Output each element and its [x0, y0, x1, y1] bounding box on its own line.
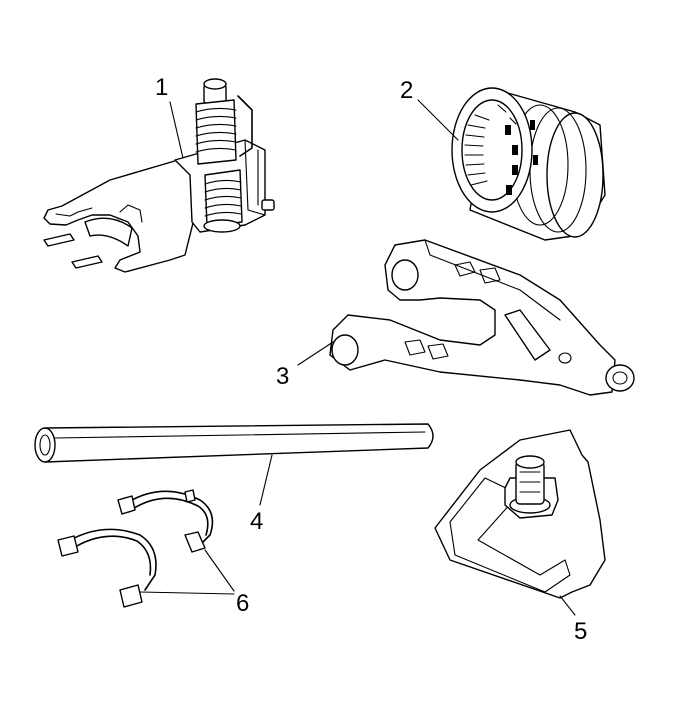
leader-line-6a — [204, 549, 235, 592]
leader-line-1 — [169, 101, 184, 159]
callout-2: 2 — [400, 77, 413, 104]
callout-labels: 1 2 3 4 5 6 — [155, 74, 587, 645]
leader-line-2 — [417, 99, 459, 141]
callout-3: 3 — [276, 363, 289, 390]
part-6-fork-clips — [57, 489, 214, 608]
callout-6: 6 — [236, 590, 249, 617]
callout-4: 4 — [250, 508, 263, 535]
part-5-detent-plate — [434, 429, 606, 599]
part-3-fork-lever — [329, 239, 635, 396]
part-2-synchronizer-sleeve — [451, 87, 606, 241]
leader-line-6b — [139, 591, 235, 595]
leader-line-5 — [559, 595, 576, 616]
leader-line-3 — [297, 341, 334, 366]
callout-5: 5 — [574, 618, 587, 645]
leader-line-4 — [259, 454, 273, 506]
part-4-shift-rail — [34, 423, 434, 463]
leader-lines — [139, 99, 576, 616]
callout-1: 1 — [155, 74, 168, 101]
part-1-shift-fork-assembly — [43, 78, 275, 273]
